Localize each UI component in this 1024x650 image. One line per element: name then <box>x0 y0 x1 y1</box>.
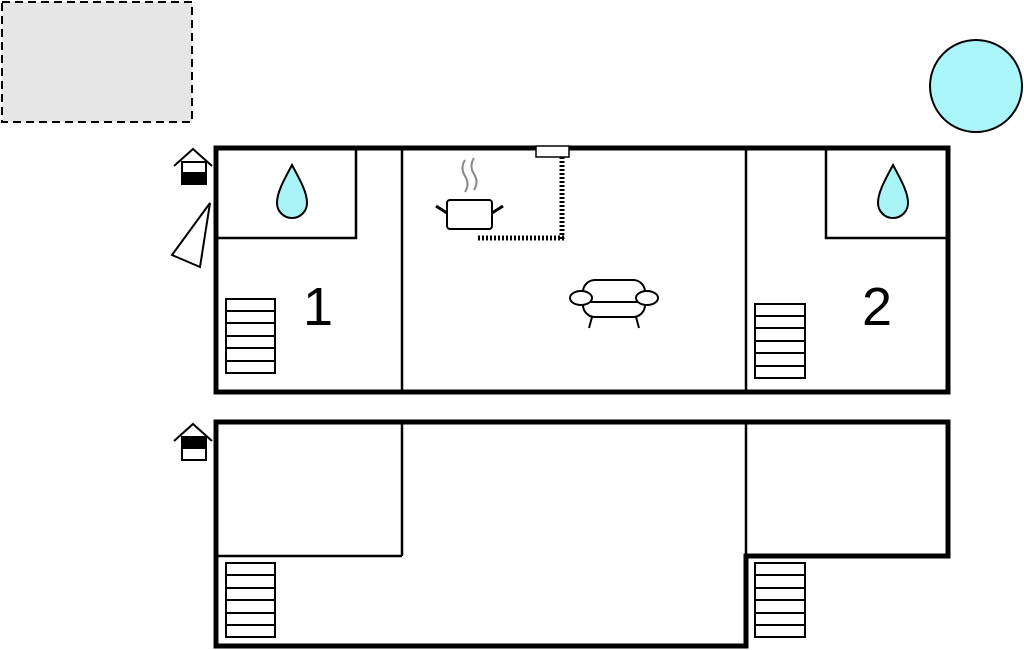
upper-floor-outline <box>213 145 951 395</box>
bathroom-drop-icon <box>275 162 309 219</box>
terrace-area <box>1 1 193 123</box>
bathroom-2 <box>824 146 950 240</box>
pool-icon <box>929 39 1023 133</box>
compass-north-icon <box>170 202 211 269</box>
room-number-1: 1 <box>303 277 333 337</box>
entrance-house-icon <box>173 422 213 461</box>
room-number-2: 2 <box>862 277 892 337</box>
entrance-house-icon <box>173 147 213 185</box>
sofa-icon <box>569 279 659 329</box>
bathroom-1 <box>214 146 358 240</box>
upper-floor <box>213 145 951 395</box>
lower-floor-outline <box>213 419 951 649</box>
stairs-icon <box>225 562 276 638</box>
cooking-pot-icon <box>435 157 504 230</box>
stairs-icon <box>225 298 276 374</box>
lower-floor <box>213 419 951 649</box>
bathroom-drop-icon <box>876 162 910 219</box>
kitchen-hood-duct <box>478 145 570 241</box>
stairs-icon <box>754 303 806 379</box>
stairs-icon <box>754 562 806 638</box>
